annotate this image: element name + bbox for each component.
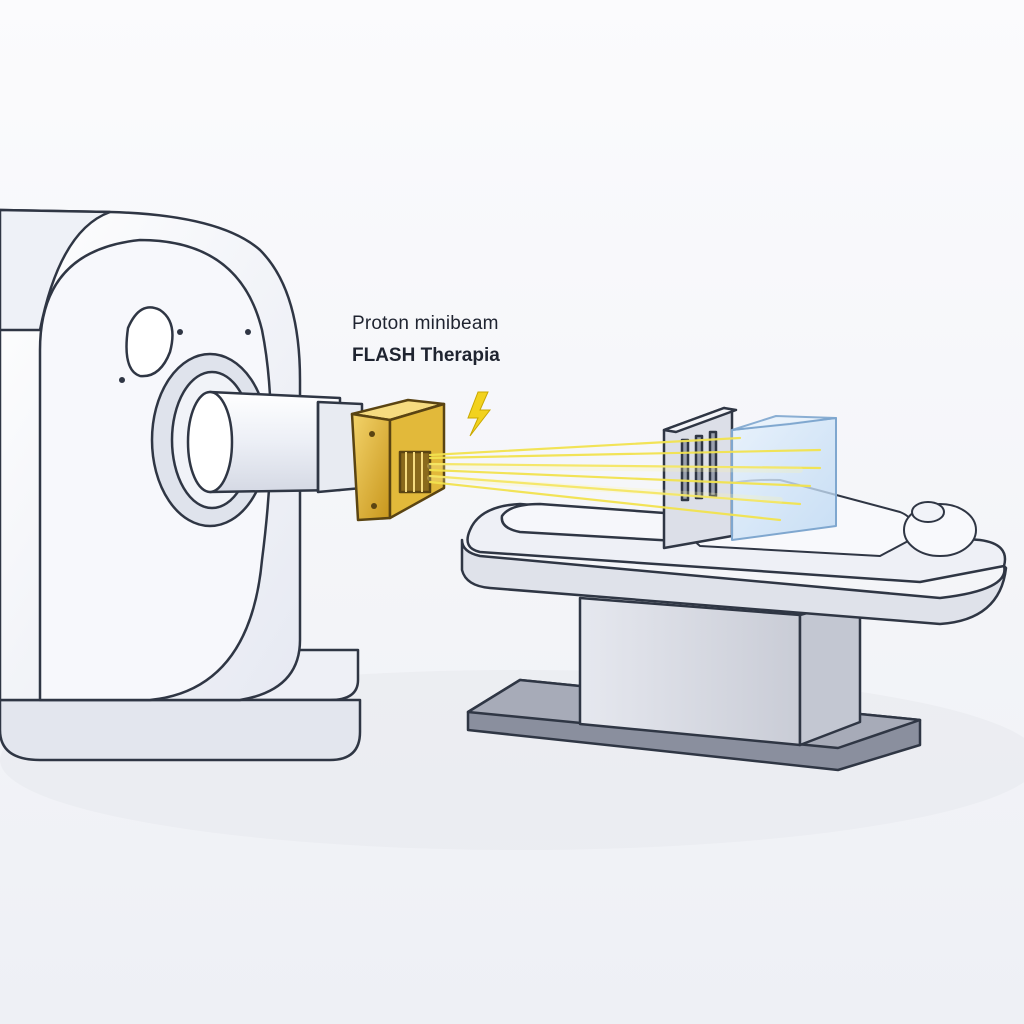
table-pedestal-side (798, 596, 862, 747)
patient-face (911, 501, 945, 523)
gantry-bolt (177, 329, 183, 335)
minibeam-line (428, 480, 782, 522)
gantry-bolt (245, 329, 251, 335)
beam-nozzle (186, 390, 364, 494)
beam-grid-plate (662, 406, 738, 550)
caption: Proton minibeam FLASH Therapia (352, 308, 552, 372)
phantom-front (731, 417, 837, 541)
gantry-top-panel (0, 208, 112, 332)
collimator-screw (371, 503, 377, 509)
gantry-window (125, 306, 174, 378)
water-phantom (731, 415, 837, 541)
grid-plate-top (662, 406, 738, 434)
minibeam-glow (427, 463, 803, 503)
lightning-bolt-icon (467, 391, 492, 437)
gantry-bolt (119, 377, 125, 383)
minibeam-line (428, 468, 812, 488)
caption-line-1: Proton minibeam (352, 313, 499, 334)
minibeam-glow-line (427, 463, 803, 473)
minibeam-line (428, 448, 822, 460)
phantom-top (731, 415, 837, 431)
gantry-base-front (0, 698, 362, 762)
grid-slit (708, 430, 718, 498)
minibeam-line (428, 474, 802, 506)
minibeam-glow-line (427, 475, 783, 503)
tabletop-edge (460, 538, 1008, 626)
collimator-front (350, 412, 392, 522)
proton-minibeams (428, 436, 822, 522)
nozzle-tube-end (186, 390, 234, 494)
minibeam-line (428, 462, 822, 470)
caption-line-2: FLASH Therapia (352, 345, 500, 366)
table-pedestal (578, 596, 802, 747)
collimator-screw (369, 431, 375, 437)
minibeam-line (428, 436, 742, 457)
minibeam-collimator (350, 398, 446, 522)
